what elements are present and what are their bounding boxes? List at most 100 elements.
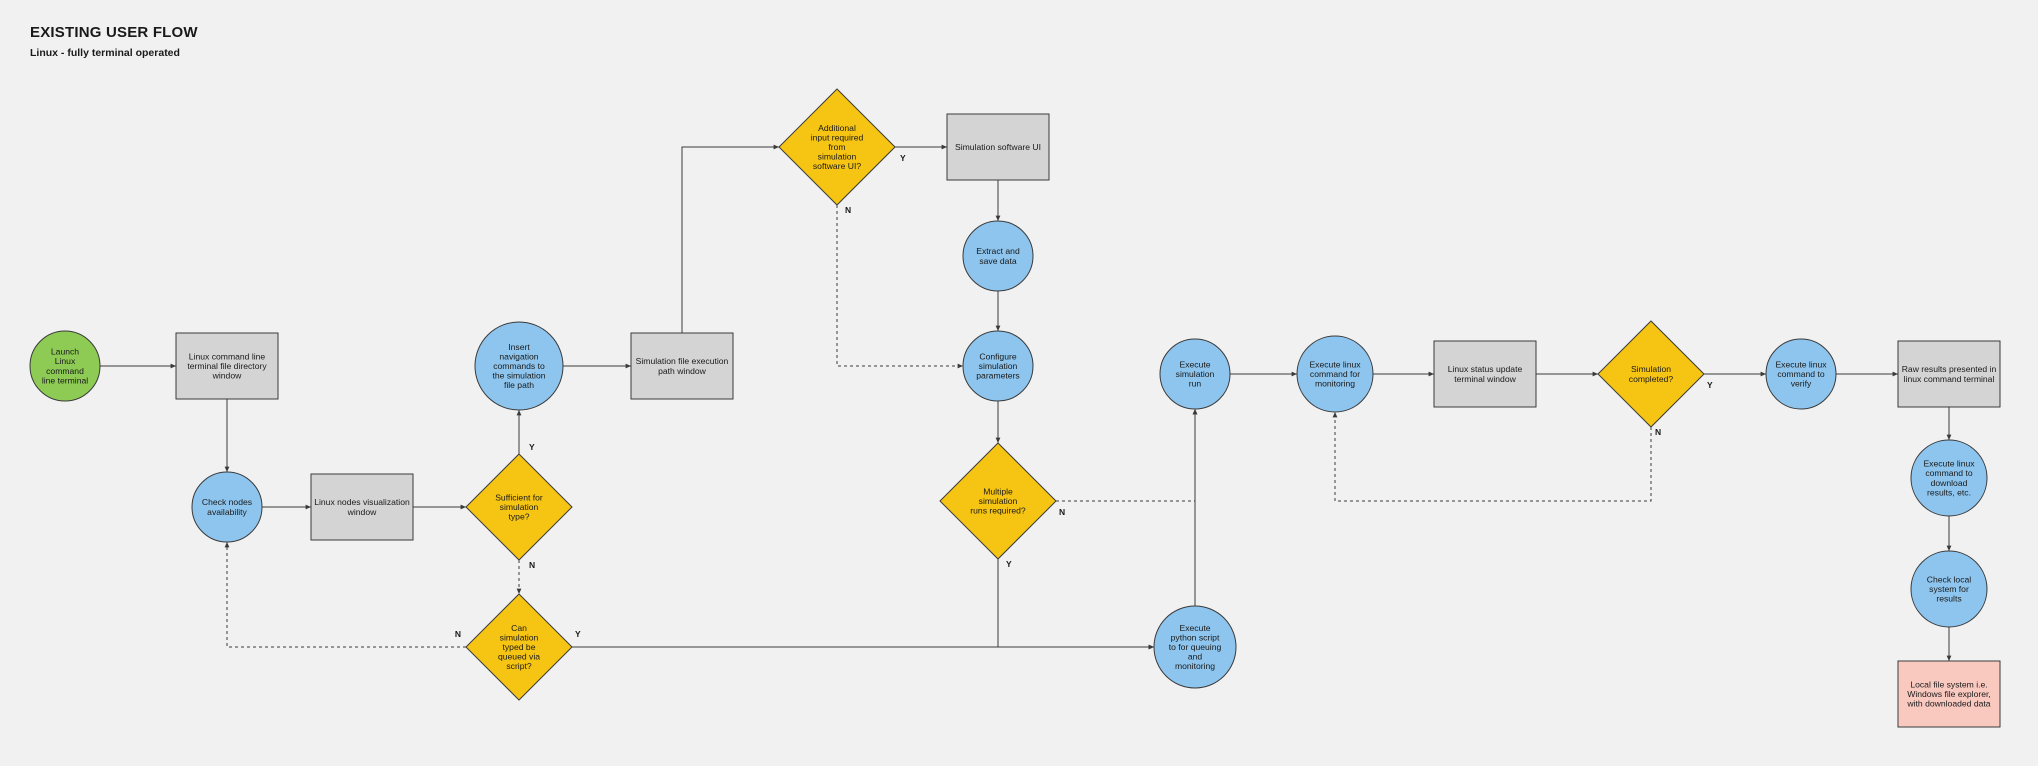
diagram-subtitle: Linux - fully terminal operated — [30, 47, 180, 59]
insert_nav-label-line: file path — [504, 380, 534, 390]
edge-label-multiple-to-python_script: Y — [1006, 559, 1012, 569]
configure-label-line: simulation — [979, 361, 1018, 371]
queued-label-line: simulation — [500, 632, 539, 642]
multiple-diamond — [939, 442, 1057, 560]
edge-label-completed-to-monitor: N — [1655, 427, 1661, 437]
nodes_window-label-line: window — [347, 507, 377, 517]
python_script-label-line: python script — [1171, 632, 1220, 642]
verify-label-line: verify — [1791, 379, 1812, 389]
local_fs-label-line: Windows file explorer, — [1907, 689, 1991, 699]
sim_ui-box — [946, 113, 1050, 181]
edges-layer — [100, 144, 1952, 661]
raw_results-label-line: Raw results presented in — [1902, 364, 1997, 374]
multiple-label-line: simulation — [979, 496, 1018, 506]
exec_run-circle — [1159, 338, 1231, 410]
check_nodes-label-line: availability — [207, 507, 247, 517]
exec_path_window-label-line: path window — [658, 366, 707, 376]
insert_nav-label-line: Insert — [508, 342, 530, 352]
sufficient-diamond — [465, 453, 573, 561]
verify-label-line: Execute linux — [1775, 359, 1827, 369]
exec_run-label-line: run — [1189, 379, 1202, 389]
edge-label-additional_input-to-configure: N — [845, 205, 851, 215]
insert_nav-label-line: commands to — [493, 361, 545, 371]
check_local-label-line: Check local — [1927, 574, 1972, 584]
configure-label-line: Configure — [979, 351, 1016, 361]
monitor-label-line: monitoring — [1315, 379, 1355, 389]
insert_nav-circle — [474, 321, 564, 411]
extract-label-line: save data — [979, 256, 1016, 266]
edge-multiple-to-python_script — [997, 559, 1154, 650]
raw_results-box — [1897, 340, 2001, 408]
edge-multiple-to-exec_run — [1056, 409, 1198, 502]
exec_run-label-line: Execute — [1179, 359, 1210, 369]
edge-label-queued-to-python_script: Y — [575, 629, 581, 639]
python_script-label-line: to for queuing — [1169, 642, 1222, 652]
additional_input-label-line: input required — [811, 132, 864, 142]
edge-additional_input-to-configure — [836, 205, 963, 369]
status_window-label-line: terminal window — [1454, 374, 1516, 384]
download-circle — [1910, 439, 1988, 517]
queued-label-line: queued via — [498, 652, 540, 662]
status_window-box — [1433, 340, 1537, 408]
exec_run-label-line: simulation — [1176, 369, 1215, 379]
completed-label-line: completed? — [1629, 374, 1674, 384]
download-label-line: Execute linux — [1923, 459, 1975, 469]
dir_window-label-line: Linux command line — [189, 351, 266, 361]
launch-label-line: line terminal — [42, 375, 88, 385]
completed-diamond — [1597, 320, 1705, 428]
download-label-line: command to — [1925, 468, 1973, 478]
monitor-label-line: Execute linux — [1309, 359, 1361, 369]
check_nodes-circle — [191, 471, 263, 543]
check_local-label-line: system for — [1929, 584, 1969, 594]
additional_input-label-line: Additional — [818, 123, 856, 133]
download-label-line: results, etc. — [1927, 487, 1971, 497]
extract-label-line: Extract and — [976, 246, 1020, 256]
sufficient-label-line: Sufficient for — [495, 492, 543, 502]
diagram-title: EXISTING USER FLOW — [30, 24, 198, 41]
edge-exec_path_window-to-additional_input — [681, 144, 779, 333]
dir_window-label-line: terminal file directory — [187, 361, 267, 371]
monitor-label-line: command for — [1310, 369, 1360, 379]
local_fs-label-line: with downloaded data — [1906, 699, 1990, 709]
sufficient-label-line: type? — [508, 512, 529, 522]
extract-circle — [962, 220, 1034, 292]
check_local-label-line: results — [1936, 594, 1961, 604]
local_fs-box — [1897, 660, 2001, 728]
edge-label-sufficient-to-insert_nav: Y — [529, 442, 535, 452]
sim_ui-label-line: Simulation software UI — [955, 142, 1041, 152]
edge-label-queued-to-check_nodes: N — [455, 629, 461, 639]
python_script-label-line: Execute — [1179, 623, 1210, 633]
edge-label-additional_input-to-sim_ui: Y — [900, 153, 906, 163]
python_script-label-line: and — [1188, 652, 1203, 662]
exec_path_window-box — [630, 332, 734, 400]
completed-label-line: Simulation — [1631, 364, 1671, 374]
raw_results-label-line: linux command terminal — [1904, 374, 1995, 384]
configure-circle — [962, 330, 1034, 402]
python_script-label-line: monitoring — [1175, 661, 1215, 671]
node-sim_ui: Simulation software UI — [946, 113, 1050, 181]
node-local_fs: Local file system i.e.Windows file explo… — [1897, 660, 2001, 728]
queued-label-line: Can — [511, 623, 527, 633]
dir_window-label-line: window — [212, 371, 242, 381]
queued-label-line: typed be — [503, 642, 536, 652]
